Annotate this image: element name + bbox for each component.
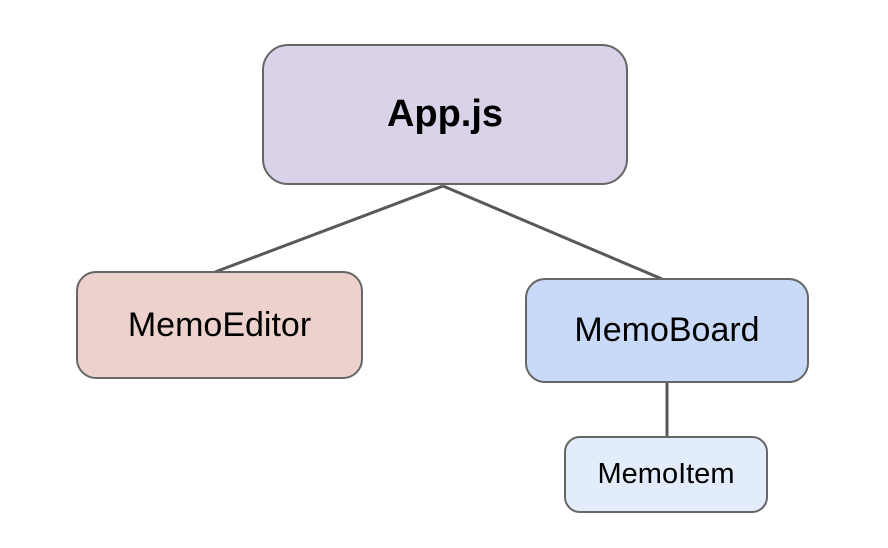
node-memo-editor: MemoEditor <box>76 271 363 379</box>
node-memo-editor-label: MemoEditor <box>127 305 312 344</box>
node-app-js-label: App.js <box>386 93 504 135</box>
edge-app-to-memoboard <box>442 184 663 281</box>
node-app-js: App.js <box>262 44 628 185</box>
node-memo-board: MemoBoard <box>525 278 809 383</box>
node-memo-item-label: MemoItem <box>597 458 735 490</box>
node-memo-item: MemoItem <box>564 436 768 513</box>
edge-app-to-memoeditor <box>214 184 444 274</box>
node-memo-board-label: MemoBoard <box>574 311 760 349</box>
